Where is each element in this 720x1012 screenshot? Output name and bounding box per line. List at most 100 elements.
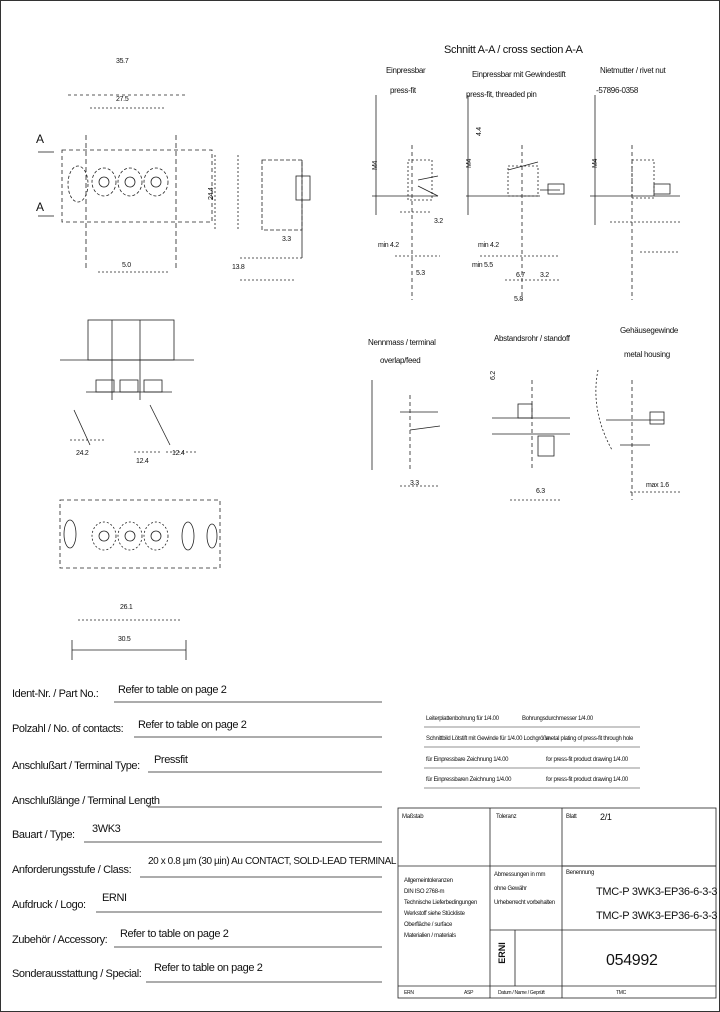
section-marker-bottom: A	[36, 200, 44, 214]
view-label-housing: Gehäusegewinde	[620, 326, 679, 335]
tb-left-note-4: Werkstoff siehe Stückliste	[404, 911, 465, 917]
thread-b: M4	[466, 158, 473, 168]
view-label-threaded: Einpressbar mit Gewindestift	[472, 70, 566, 79]
tol-b: 6.2	[490, 371, 497, 380]
field-label-accessory: Zubehör / Accessory:	[12, 934, 108, 946]
section-housing	[595, 369, 680, 500]
note-left-1: Leiterplattenbohrung für 1/4.00	[426, 716, 499, 722]
tb-footer-mid: Datum / Name / Geprüft	[498, 990, 545, 996]
view-sublabel-pressfit: press-fit	[390, 86, 416, 95]
dim-side-b: 12.4	[136, 458, 149, 465]
tb-drawing-no: 054992	[606, 952, 658, 969]
dim-d-g: 6.3	[536, 488, 545, 495]
dim-top-width: 35.7	[116, 58, 129, 65]
dim-min-c: min 5.5	[472, 262, 493, 269]
field-label-class: Anforderungsstufe / Class:	[12, 864, 132, 876]
dim-min-b: min 4.2	[478, 242, 499, 249]
view-sublabel-terminal: overlap/feed	[380, 356, 421, 365]
field-label-special: Sonderausstattung / Special:	[12, 968, 142, 980]
field-value-special[interactable]: Refer to table on page 2	[154, 962, 263, 974]
view-sublabel-rivetnut: -57896-0358	[596, 86, 639, 95]
field-label-terminal-length: Anschlußlänge / Terminal Length	[12, 795, 160, 807]
field-value-terminal-type[interactable]: Pressfit	[154, 754, 188, 766]
tb-mid-note-1: Abmessungen in mm	[494, 872, 546, 878]
dim-bot-total: 30.5	[118, 636, 131, 643]
tb-title-a: TMC-P 3WK3-EP36-6-3-3	[596, 886, 718, 898]
tb-title-label: Benennung	[566, 870, 594, 876]
section-threaded	[466, 95, 565, 300]
dim-d-c: 6.7	[516, 272, 525, 279]
tb-footer-right: ASP	[464, 990, 474, 996]
note-left-3: für Einpressbare Zeichnung 1/4.00	[426, 757, 509, 763]
thread-c: M4	[592, 158, 599, 168]
dim-right-small: 3.3	[282, 236, 291, 243]
field-value-logo[interactable]: ERNI	[102, 892, 127, 904]
field-lines	[84, 701, 382, 983]
field-label-part-no: Ident-Nr. / Part No.:	[12, 688, 99, 700]
erni-logo: ERNI	[497, 942, 507, 964]
dim-d-b: 3.2	[434, 218, 443, 225]
view-label-rivetnut: Nietmutter / rivet nut	[600, 66, 666, 75]
tb-left-note-6: Materialien / materials	[404, 933, 456, 939]
tb-footer-left: ERN	[404, 990, 414, 996]
tb-left-note-1: Allgemeintoleranzen	[404, 878, 453, 884]
view-label-pressfit: Einpressbar	[386, 66, 426, 75]
section-standoff	[492, 380, 570, 501]
view-label-terminal: Nennmass / terminal	[368, 338, 436, 347]
field-value-accessory[interactable]: Refer to table on page 2	[120, 928, 229, 940]
field-value-part-no[interactable]: Refer to table on page 2	[118, 684, 227, 696]
view-sublabel-housing: metal housing	[624, 350, 670, 359]
field-label-contacts: Polzahl / No. of contacts:	[12, 723, 124, 735]
thread-a: M4	[372, 160, 379, 170]
field-value-type[interactable]: 3WK3	[92, 823, 121, 835]
tb-mid-note-3: Urheberrecht vorbehalten	[494, 900, 555, 906]
dim-side-d: 24.4	[208, 187, 215, 200]
tb-rev-code: TMC	[616, 990, 626, 996]
dim-top-inner: 27.5	[116, 96, 129, 103]
tb-title-b: TMC-P 3WK3-EP36-6-3-3	[596, 910, 718, 922]
dim-min-a: min 4.2	[378, 242, 399, 249]
bottom-view	[59, 499, 221, 660]
section-marker-top: A	[36, 132, 44, 146]
note-left-2: Schnittbild Lötstift mit Gewinde für 1/4…	[426, 736, 550, 742]
title-block-frame	[397, 807, 717, 999]
notes-lines	[424, 726, 640, 789]
dim-max-h: max 1.6	[646, 482, 669, 489]
tb-left-note-2: DIN ISO 2768-m	[404, 889, 445, 895]
note-right-2: metal plating of press-fit through hole	[546, 736, 634, 742]
dim-left-len: 13.8	[232, 264, 245, 271]
tb-sheet-value: 2/1	[600, 812, 612, 822]
note-right-1: Bohrungsdurchmesser 1/4.00	[522, 716, 593, 722]
field-label-type: Bauart / Type:	[12, 829, 75, 841]
view-label-standoff: Abstandsrohr / standoff	[494, 334, 570, 343]
tb-mid-note-2: ohne Gewähr	[494, 886, 527, 892]
section-rivetnut	[590, 95, 680, 300]
field-value-contacts[interactable]: Refer to table on page 2	[138, 719, 247, 731]
field-value-class[interactable]: 20 x 0.8 µm (30 µin) Au CONTACT, SOLD-LE…	[148, 856, 397, 867]
section-pressfit	[372, 95, 440, 300]
tb-tol-label: Toleranz	[496, 814, 517, 820]
field-label-terminal-type: Anschlußart / Terminal Type:	[12, 760, 140, 772]
tb-scale-label: Maßstab	[402, 814, 424, 820]
dim-d-a: 5.3	[416, 270, 425, 277]
dim-bottom-pitch: 5.0	[122, 262, 131, 269]
section-terminal	[371, 380, 441, 487]
dim-side-a: 24.2	[76, 450, 89, 457]
tb-left-note-5: Oberfläche / surface	[404, 922, 453, 928]
field-label-logo: Aufdruck / Logo:	[12, 899, 86, 911]
dim-d-f: 3.3	[410, 480, 419, 487]
front-view	[38, 94, 311, 281]
dim-d-e: 5.8	[514, 296, 523, 303]
dim-side-c: 12.4	[172, 450, 185, 457]
dim-d-d: 3.2	[540, 272, 549, 279]
note-left-4: für Einpressbaren Zeichnung 1/4.00	[426, 777, 512, 783]
dim-bot-left: 26.1	[120, 604, 133, 611]
note-right-3: for press-fit product drawing 1/4.00	[546, 757, 628, 763]
tol-a: 4.4	[476, 127, 483, 136]
tb-left-note-3: Technische Lieferbedingungen	[404, 900, 477, 906]
plan-view	[60, 319, 196, 453]
note-right-4: for press-fit product drawing 1/4.00	[546, 777, 628, 783]
section-title: Schnitt A-A / cross section A-A	[444, 44, 583, 56]
view-sublabel-threaded: press-fit, threaded pin	[466, 90, 537, 99]
